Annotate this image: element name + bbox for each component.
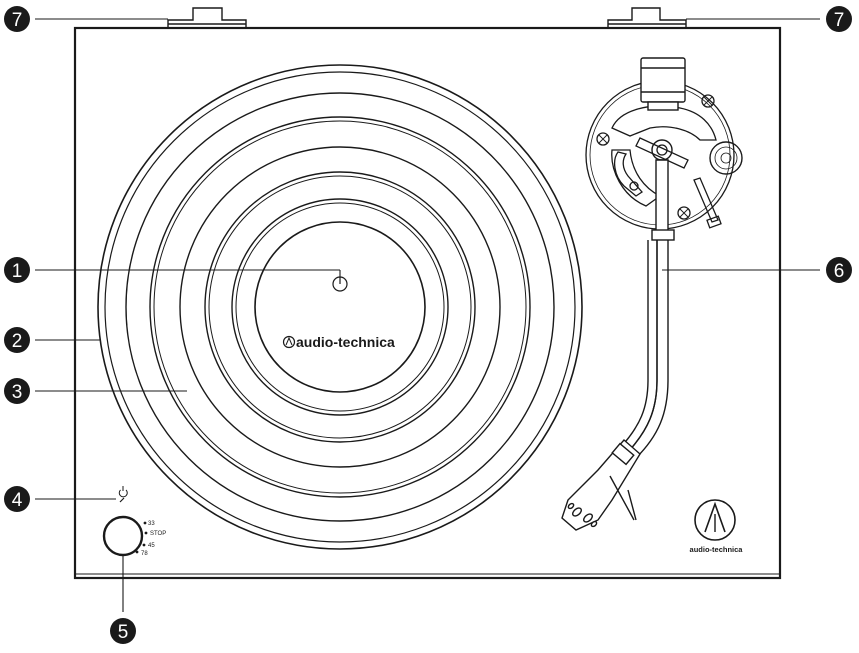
callout-1: 1: [4, 257, 30, 283]
tonearm: [561, 57, 686, 531]
svg-text:1: 1: [12, 261, 23, 282]
svg-text:2: 2: [12, 331, 23, 352]
corner-brand-text: audio-technica: [690, 545, 744, 554]
speed-label-stop: STOP: [150, 531, 166, 537]
speed-label-78: 78: [141, 551, 148, 557]
svg-text:6: 6: [834, 261, 845, 282]
screw-icon: [701, 94, 715, 108]
platter-logo: audio-technica: [282, 334, 395, 350]
brand-mark-icon: [282, 335, 296, 349]
svg-text:3: 3: [12, 382, 23, 403]
callout-5: 5: [110, 618, 136, 644]
leader-lines: [35, 18, 820, 612]
power-icon: [118, 489, 128, 498]
svg-text:7: 7: [834, 10, 845, 31]
corner-logo: audio-technica: [690, 499, 744, 554]
brand-mark-icon: [694, 499, 736, 541]
svg-text:7: 7: [12, 10, 23, 31]
screw-icon: [596, 132, 610, 146]
anti-skate-dial: [709, 141, 743, 175]
platter: [97, 64, 583, 550]
power-indicator: [118, 486, 128, 503]
speed-label-45: 45: [148, 543, 155, 549]
counterweight: [640, 57, 686, 103]
platter-brand-text: audio-technica: [296, 334, 395, 350]
speed-knob: [102, 515, 144, 557]
svg-text:5: 5: [118, 622, 129, 643]
callout-2: 2: [4, 327, 30, 353]
callout-4: 4: [4, 486, 30, 512]
callout-3: 3: [4, 378, 30, 404]
screw-icon: [677, 206, 691, 220]
callout-7-right: 7: [826, 6, 852, 32]
callout-7-left: 7: [4, 6, 30, 32]
hinge-right: [607, 7, 687, 29]
turntable-body: [73, 26, 782, 580]
hinge-left: [167, 7, 247, 29]
callout-6: 6: [826, 257, 852, 283]
speed-label-33: 33: [148, 521, 155, 527]
headshell: [561, 439, 641, 531]
svg-text:4: 4: [12, 490, 23, 511]
